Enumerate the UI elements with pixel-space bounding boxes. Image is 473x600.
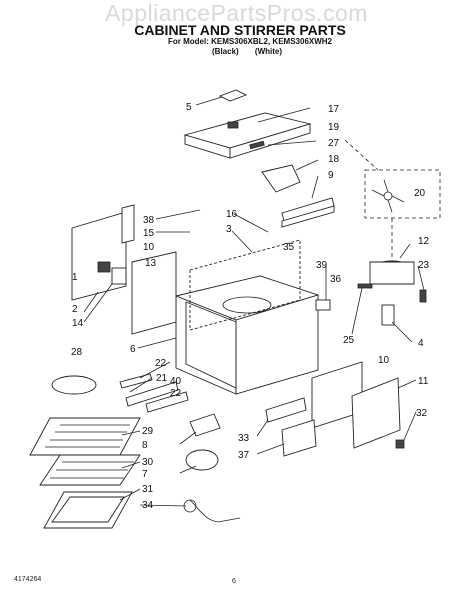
- ring-28: [51, 375, 97, 395]
- callout: 20: [414, 188, 426, 199]
- callout: 1: [72, 272, 78, 283]
- hinge-parts: [119, 373, 189, 413]
- part-36: [315, 299, 331, 311]
- callout: 21: [156, 373, 168, 384]
- callout: 22: [155, 358, 167, 369]
- leader-lines: [83, 107, 425, 507]
- callout: 9: [328, 170, 334, 181]
- callout: 30: [142, 457, 154, 468]
- callout: 2: [72, 304, 78, 315]
- document-number: 4174264: [14, 576, 42, 583]
- callout-numbers: 5 17 19 27 18 9 20 38 15 10 13 16 3 35 1…: [71, 102, 430, 511]
- panel-10-right: [311, 361, 405, 449]
- bar-27: [249, 140, 265, 150]
- variant-black: (Black): [212, 47, 239, 56]
- variant-white: (White): [254, 47, 283, 56]
- callout: 5: [186, 102, 192, 113]
- callout: 40: [170, 376, 182, 387]
- stirrer-cover: [183, 112, 312, 159]
- callout: 37: [238, 450, 250, 461]
- callout: 27: [328, 138, 340, 149]
- part-25: [357, 283, 373, 289]
- cabinet-body: [174, 239, 320, 395]
- callout: 38: [143, 215, 155, 226]
- callout: 15: [143, 228, 155, 239]
- callout: 23: [418, 260, 430, 271]
- callout: 19: [328, 122, 340, 133]
- watermark: AppliancePartsPros.com: [105, 0, 368, 26]
- control-panel-left: [71, 204, 177, 335]
- duct-18: [261, 164, 301, 193]
- coupler-8: [189, 413, 221, 437]
- clip-5: [195, 89, 248, 106]
- callout: 12: [418, 236, 430, 247]
- variant-labels: (Black) (White): [212, 47, 296, 56]
- rack-30: [39, 454, 141, 486]
- callout: 11: [418, 376, 429, 387]
- stirrer-blade-box-20: [344, 139, 441, 219]
- callout: 35: [283, 242, 295, 253]
- callout: 34: [142, 500, 154, 511]
- callout: 18: [328, 154, 340, 165]
- callout: 39: [316, 260, 328, 271]
- callout: 10: [378, 355, 390, 366]
- callout: 17: [328, 104, 340, 115]
- callout: 36: [330, 274, 342, 285]
- diagram-title: CABINET AND STIRRER PARTS: [134, 22, 346, 38]
- stirrer-motor: [369, 218, 427, 326]
- callout: 6: [130, 344, 136, 355]
- callout: 8: [142, 440, 148, 451]
- callout: 14: [72, 318, 84, 329]
- callout: 32: [416, 408, 428, 419]
- part-33: [265, 397, 307, 423]
- callout: 7: [142, 469, 148, 480]
- callout: 4: [418, 338, 424, 349]
- callout: 22: [170, 388, 182, 399]
- turntable-7: [185, 449, 219, 471]
- callout: 13: [145, 258, 157, 269]
- callout: 33: [238, 433, 250, 444]
- page-number: 6: [232, 578, 236, 585]
- model-line: For Model: KEMS306XBL2, KEMS306XWH2: [167, 37, 333, 46]
- callout: 31: [142, 484, 154, 495]
- callout: 16: [226, 209, 238, 220]
- part-37: [281, 419, 317, 457]
- rack-29: [29, 417, 141, 456]
- callout: 29: [142, 426, 154, 437]
- callout: 3: [226, 224, 232, 235]
- callout: 28: [71, 347, 83, 358]
- callout: 10: [143, 242, 155, 253]
- probe-34: [189, 499, 241, 523]
- callout: 25: [343, 335, 355, 346]
